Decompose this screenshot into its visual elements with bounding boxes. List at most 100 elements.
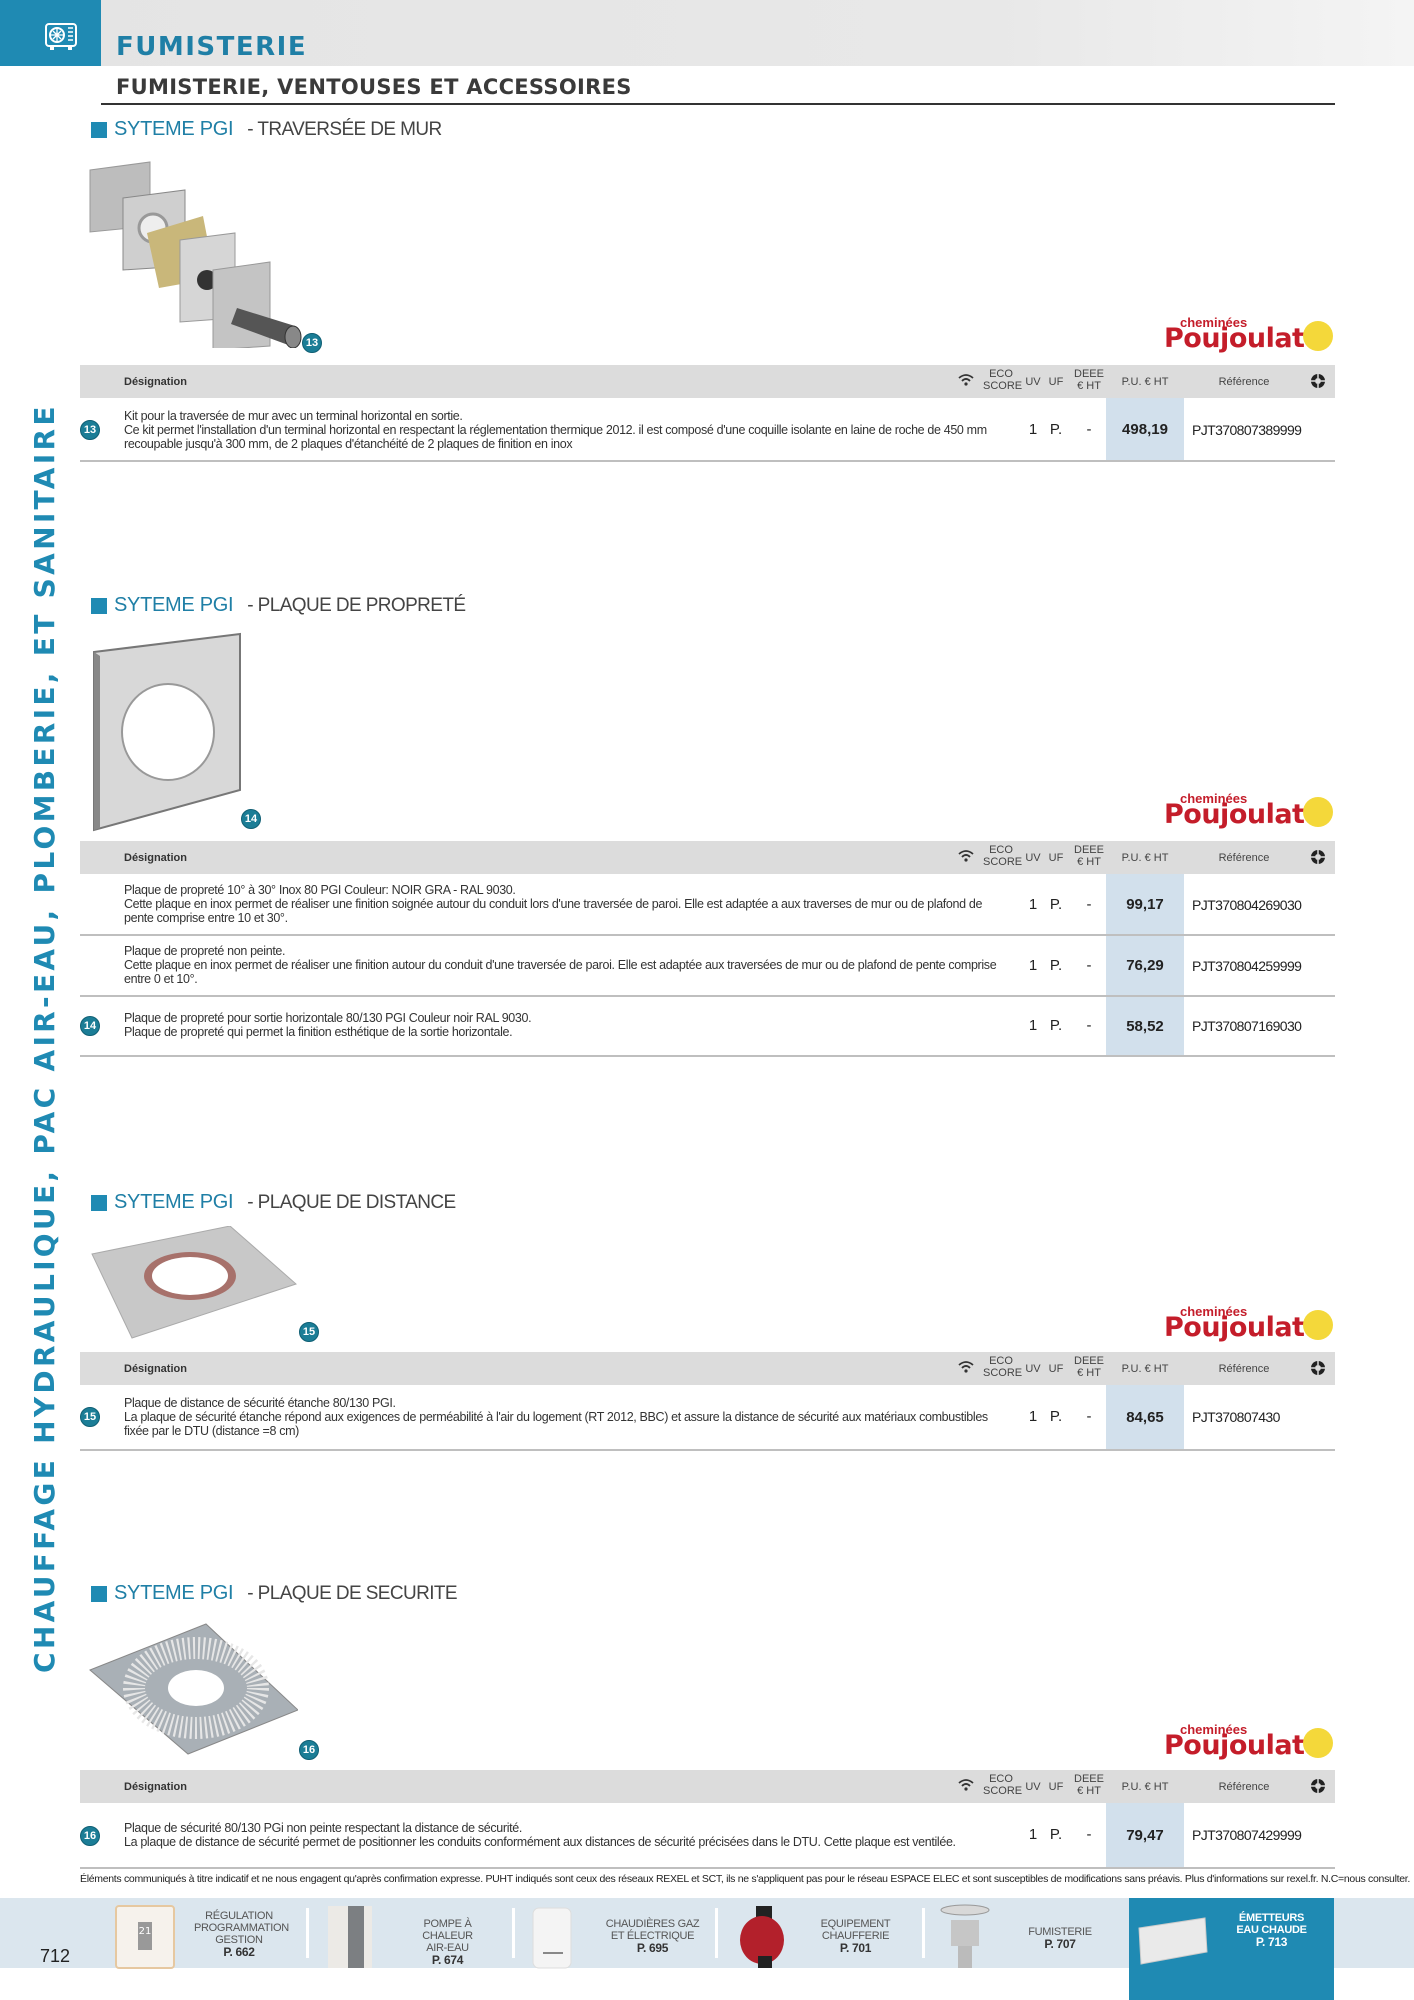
security-plate-image [89,1623,298,1755]
row-badge: 14 [80,1016,100,1036]
row-uv: 1 [1028,1017,1038,1034]
recycle-icon [1310,1778,1326,1797]
row-uf: P. [1049,1017,1063,1034]
col-price: P.U. € HT [1121,1363,1169,1375]
boiler-thumbnail-icon [532,1907,572,1969]
circulator-pump-thumbnail-icon [740,1906,784,1968]
nav-separator [512,1908,515,1958]
col-uv: UV [1025,376,1041,388]
row-uv: 1 [1028,957,1038,974]
col-uv: UV [1025,852,1041,864]
row-deee: - [1086,1408,1092,1425]
col-deee: DEEE€ HT [1074,844,1104,868]
pricing-disclaimer: Éléments communiqués à titre indicatif e… [80,1873,1411,1885]
brand-cat-icon [1303,1728,1333,1758]
row-uv: 1 [1028,1408,1038,1425]
row-badge: 15 [80,1407,100,1427]
row-description: Kit pour la traversée de mur avec un ter… [124,409,987,451]
page-number: 712 [40,1946,71,1966]
col-reference: Référence [1218,852,1270,864]
table-row: Plaque de propreté 10° à 30° Inox 80 PGI… [80,874,1335,936]
row-description: Plaque de propreté non peinte. Cette pla… [124,944,997,986]
row-description: Plaque de propreté 10° à 30° Inox 80 PGI… [124,883,983,925]
brand-small: cheminées [1180,791,1248,806]
section-marker-icon [91,121,107,138]
radiator-thumbnail-icon [1138,1917,1208,1965]
col-uf: UF [1048,1781,1064,1793]
row-uf: P. [1049,896,1063,913]
wifi-icon [958,1361,974,1376]
chimney-terminal-thumbnail-icon [940,1904,990,1968]
row-price: 76,29 [1106,936,1184,995]
row-deee: - [1086,421,1092,438]
brand-logo-poujoulat: cheminées Poujoulat [1160,1304,1340,1344]
nav-label: FUMISTERIE P. 707 [1028,1926,1092,1951]
distance-plate-image [91,1226,297,1339]
row-deee: - [1086,957,1092,974]
section-system: SYTEME PGI [114,118,234,140]
heat-pump-thumbnail-icon [328,1906,372,1968]
table-row: 14 Plaque de propreté pour sortie horizo… [80,997,1335,1057]
row-price: 58,52 [1106,997,1184,1055]
section-marker-icon [91,1194,107,1211]
col-reference: Référence [1218,1781,1270,1793]
brand-small: cheminées [1180,1722,1248,1737]
section-marker-icon [91,597,107,614]
brand-logo-poujoulat: cheminées Poujoulat [1160,315,1340,355]
header-band [0,0,1414,66]
col-uv: UV [1025,1363,1041,1375]
row-reference[interactable]: PJT370804259999 [1192,958,1302,974]
nav-separator [306,1908,309,1958]
row-reference[interactable]: PJT370807389999 [1192,422,1302,438]
section-name: - TRAVERSÉE DE MUR [247,118,442,140]
row-badge: 16 [80,1826,100,1846]
row-deee: - [1086,1017,1092,1034]
col-deee: DEEE€ HT [1074,1773,1104,1797]
row-reference[interactable]: PJT370807430 [1192,1409,1280,1425]
nav-fumisterie[interactable]: FUMISTERIE P. 707 [935,1898,1129,1968]
row-price: 99,17 [1106,874,1184,934]
section-heading: SYTEME PGI - PLAQUE DE DISTANCE [91,1191,456,1214]
section-heading: SYTEME PGI - PLAQUE DE SECURITE [91,1582,458,1605]
row-deee: - [1086,896,1092,913]
section-name: - PLAQUE DE SECURITE [247,1582,457,1604]
row-reference[interactable]: PJT370807169030 [1192,1018,1302,1034]
row-description: Plaque de propreté pour sortie horizonta… [124,1011,532,1039]
row-reference[interactable]: PJT370807429999 [1192,1827,1302,1843]
brand-small: cheminées [1180,315,1248,330]
wall-crossing-kit-image [89,161,302,348]
table-row: 13 Kit pour la traversée de mur avec un … [80,398,1335,462]
section-system: SYTEME PGI [114,594,234,616]
item-badge-14: 14 [241,809,261,829]
section-system: SYTEME PGI [114,1582,234,1604]
row-description: Plaque de distance de sécurité étanche 8… [124,1396,988,1438]
recycle-icon [1310,373,1326,392]
brand-logo-poujoulat: cheminées Poujoulat [1160,791,1340,831]
row-reference[interactable]: PJT370804269030 [1192,897,1302,913]
col-uv: UV [1025,1781,1041,1793]
col-uf: UF [1048,376,1064,388]
brand-cat-icon [1303,1310,1333,1340]
col-designation: Désignation [124,376,187,388]
nav-separator [715,1908,718,1958]
table-row: 16 Plaque de sécurité 80/130 PGi non pei… [80,1803,1335,1869]
col-price: P.U. € HT [1121,376,1169,388]
subtitle-rule [101,103,1335,105]
brand-name: Poujoulat [1164,1312,1305,1343]
